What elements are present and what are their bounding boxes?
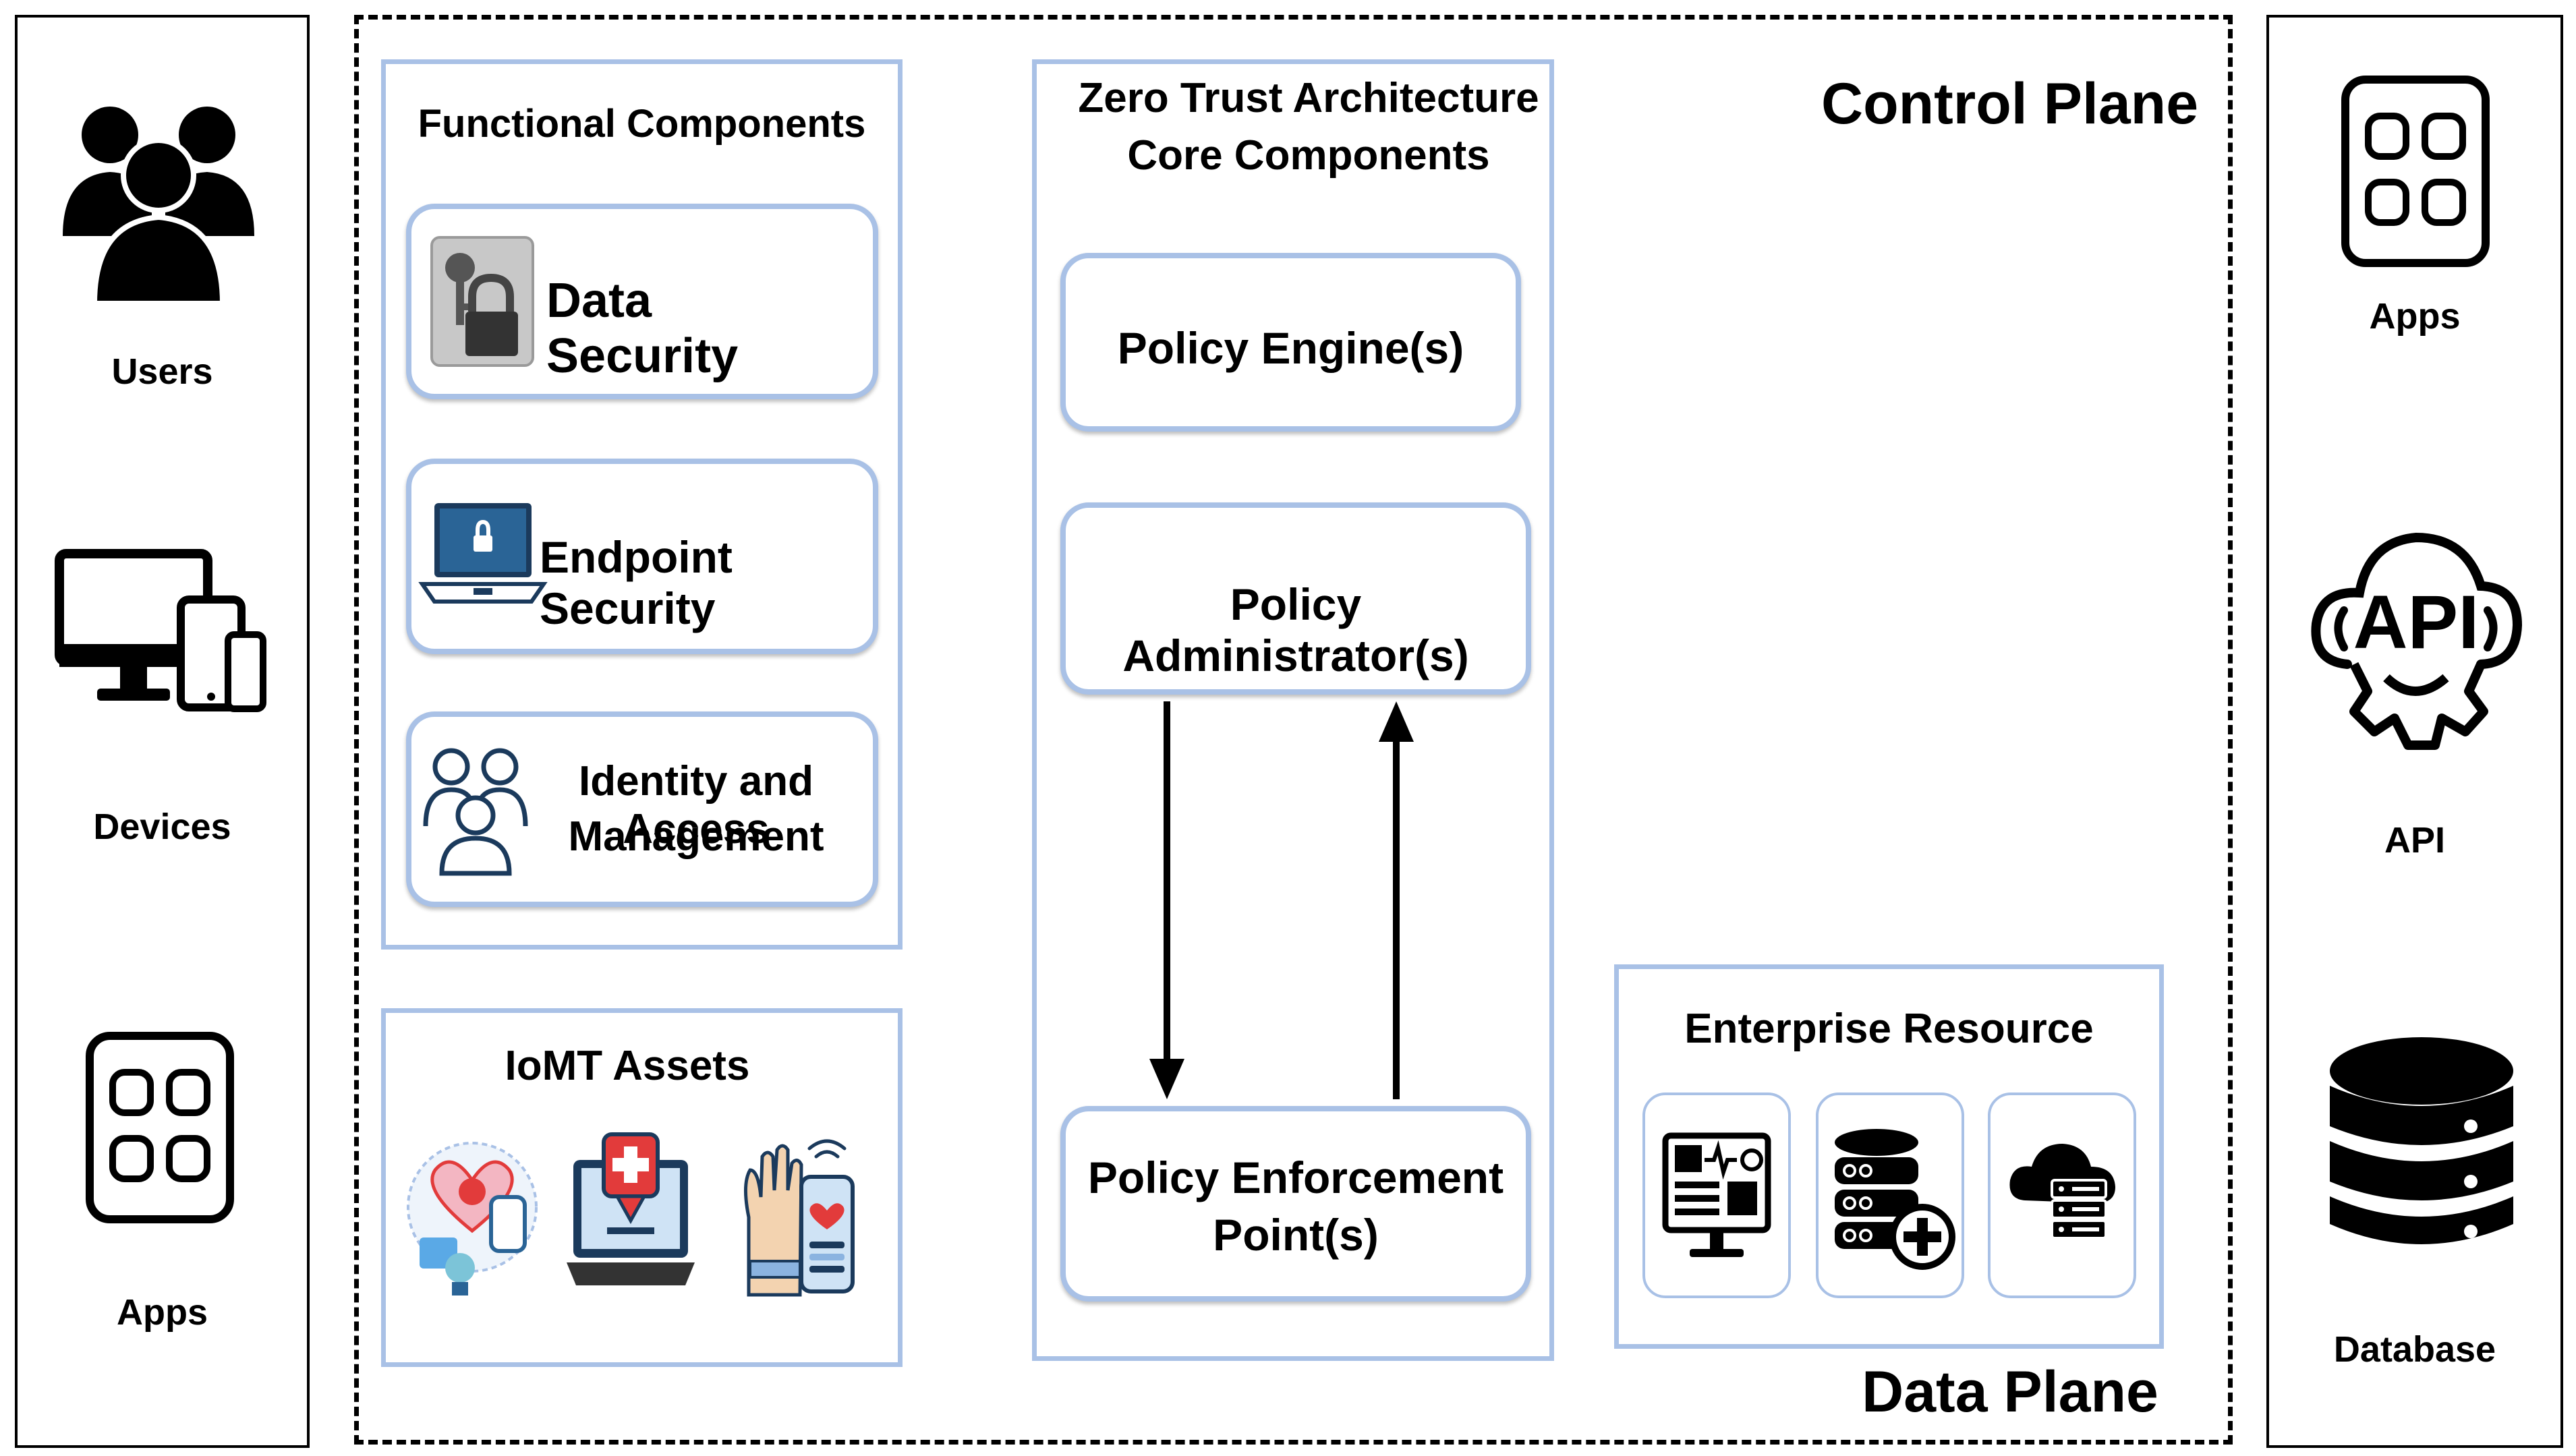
identity-access-label-line2: Management — [568, 813, 824, 860]
cloud-server-icon — [2009, 1144, 2115, 1240]
user-group-icon — [423, 748, 528, 876]
enterprise-resource-title: Enterprise Resource — [1684, 1006, 2094, 1052]
database-add-icon — [1835, 1129, 1955, 1270]
policy-administrator-label: Policy Administrator(s) — [1122, 579, 1469, 680]
policy-administrator-box: Policy Administrator(s) — [1060, 502, 1531, 695]
database-icon — [2330, 1037, 2513, 1244]
zero-trust-boundary — [354, 15, 2233, 1445]
api-cloud-gear-icon: API — [2311, 532, 2523, 750]
smart-wristband-icon — [743, 1139, 855, 1297]
data-plane-label: Data Plane — [1862, 1360, 2158, 1424]
data-security-label: Data Security — [546, 274, 739, 383]
apps-icon — [2341, 76, 2490, 267]
up-arrow-icon — [1379, 701, 1414, 1099]
core-components-title-line2: Core Components — [1127, 132, 1490, 179]
down-arrow-icon — [1149, 701, 1184, 1099]
api-label: API — [2384, 820, 2446, 861]
policy-engine-label: Policy Engine(s) — [1117, 323, 1464, 373]
endpoint-security-label: Endpoint Security — [540, 532, 733, 633]
database-label: Database — [2333, 1329, 2496, 1370]
right-apps-label: Apps — [2369, 296, 2461, 337]
identity-access-label-line1: Identity and Access — [579, 758, 813, 852]
policy-enforcement-box: Policy Enforcement Point(s) — [1060, 1106, 1531, 1302]
policy-enforcement-label-line1: Policy Enforcement — [1087, 1153, 1504, 1202]
control-plane-label: Control Plane — [1821, 71, 2199, 136]
core-components-title-line1: Zero Trust Architecture — [1078, 75, 1539, 121]
users-icon — [63, 107, 254, 306]
iomt-assets-title: IoMT Assets — [505, 1043, 750, 1089]
key-lock-icon — [430, 236, 534, 367]
functional-components-title: Functional Components — [418, 102, 866, 146]
laptop-lock-icon — [418, 503, 548, 604]
policy-engine-box: Policy Engine(s) — [1060, 253, 1521, 432]
devices-label: Devices — [93, 807, 231, 847]
medical-monitor-icon — [1662, 1132, 1771, 1257]
users-label: Users — [111, 351, 213, 392]
left-apps-label: Apps — [117, 1292, 208, 1333]
apps-icon — [86, 1032, 234, 1223]
policy-enforcement-label-line2: Point(s) — [1213, 1210, 1379, 1260]
devices-icon — [55, 549, 266, 712]
api-icon-text: API — [2353, 580, 2480, 664]
medical-laptop-icon — [567, 1132, 695, 1285]
health-wearables-icon — [407, 1142, 538, 1295]
